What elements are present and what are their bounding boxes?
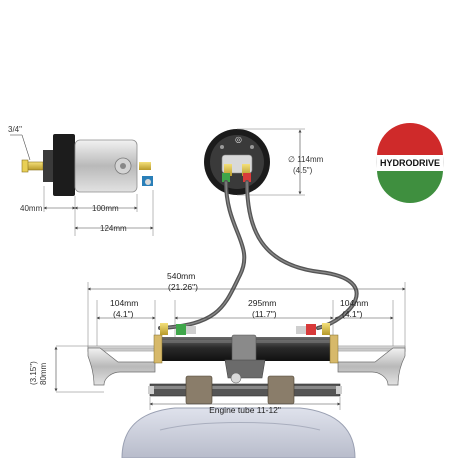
right-bracket xyxy=(337,347,406,386)
helm-body xyxy=(74,139,138,193)
port-fitting-left xyxy=(224,164,232,176)
helm-front-view: ◎ xyxy=(204,129,270,195)
thread-size-label: 3/4" xyxy=(8,125,22,134)
cylinder-dimensions: 540mm (21.26") 104mm (4.1") 295mm (11.7"… xyxy=(87,271,406,352)
engine-tube-highlight xyxy=(150,386,340,389)
logo-green-band xyxy=(377,170,443,203)
logo-red-band xyxy=(377,123,443,156)
fitting-left-nut xyxy=(186,326,196,334)
gauge-diameter-mm: ∅ 114mm xyxy=(288,155,324,164)
cowl-crease xyxy=(159,422,321,431)
stroke-length-mm: 295mm xyxy=(248,298,276,308)
hose-left xyxy=(158,180,247,330)
left-bracket xyxy=(87,347,156,386)
hydraulic-hoses xyxy=(158,180,359,330)
tilt-tube-block-right xyxy=(267,375,295,405)
port-cap-green xyxy=(222,173,230,182)
right-end-in: (4.1") xyxy=(342,309,363,319)
mount-bolt-icon xyxy=(250,145,254,149)
tilt-tube-block-left xyxy=(185,375,213,405)
gauge-marker-icon: ◎ xyxy=(235,135,242,144)
outboard-cowl xyxy=(121,407,356,458)
fitting-right-brass xyxy=(322,323,330,335)
stroke-length-in: (11.7") xyxy=(252,309,277,319)
port-cap-red xyxy=(243,173,251,182)
helm-flange xyxy=(43,150,53,182)
helm-shaft xyxy=(26,161,44,171)
hydrodrive-logo: HYDRODRIVE xyxy=(376,123,444,203)
engine-tube-dimension: Engine tube 11-12" xyxy=(149,397,341,415)
helm-pump-side-view xyxy=(21,134,153,196)
overall-length-mm: 540mm xyxy=(167,271,195,281)
end-cap-right xyxy=(329,334,339,364)
helm-port-center xyxy=(120,163,126,169)
helm-dimensions: 3/4" 40mm 100mm 124mm xyxy=(8,125,154,236)
helm-front-length: 40mm xyxy=(20,204,43,213)
fitting-left-brass xyxy=(160,323,168,335)
end-cap-left xyxy=(153,334,163,364)
fitting-left-green xyxy=(176,324,186,335)
pivot-nut-icon xyxy=(230,372,242,384)
helm-body-length: 100mm xyxy=(92,204,119,213)
helm-fitting-nut xyxy=(145,179,151,185)
height-mm: 80mm xyxy=(39,362,48,385)
left-end-mm: 104mm xyxy=(110,298,138,308)
steering-cylinder-assembly xyxy=(87,323,406,405)
helm-fitting-top xyxy=(139,162,151,170)
right-end-mm: 104mm xyxy=(340,298,368,308)
tube-nut-left xyxy=(148,386,154,394)
left-end-in: (4.1") xyxy=(113,309,134,319)
engine-tube-label: Engine tube 11-12" xyxy=(209,405,281,415)
gauge-diameter-in: (4.5") xyxy=(293,166,313,175)
helm-mount-plate xyxy=(53,134,75,196)
logo-white-band xyxy=(377,155,443,171)
tiller-arm xyxy=(224,359,266,379)
center-clamp xyxy=(231,334,257,364)
logo-text: HYDRODRIVE xyxy=(380,158,440,168)
gauge-dimensions: ∅ 114mm (4.5") xyxy=(237,128,324,196)
height-dimension: 80mm (3.15") xyxy=(29,345,104,393)
fitting-right-nut xyxy=(296,326,306,334)
tube-nut-right xyxy=(336,386,342,394)
port-fitting-right xyxy=(242,164,250,176)
overall-length-in: (21.26") xyxy=(168,282,198,292)
helm-shaft-tip xyxy=(21,159,29,173)
engine-tube xyxy=(149,383,341,397)
mount-bolt-icon xyxy=(220,145,224,149)
fitting-right-red xyxy=(306,324,316,335)
height-in: (3.15") xyxy=(29,361,38,385)
helm-total-length: 124mm xyxy=(100,224,127,233)
